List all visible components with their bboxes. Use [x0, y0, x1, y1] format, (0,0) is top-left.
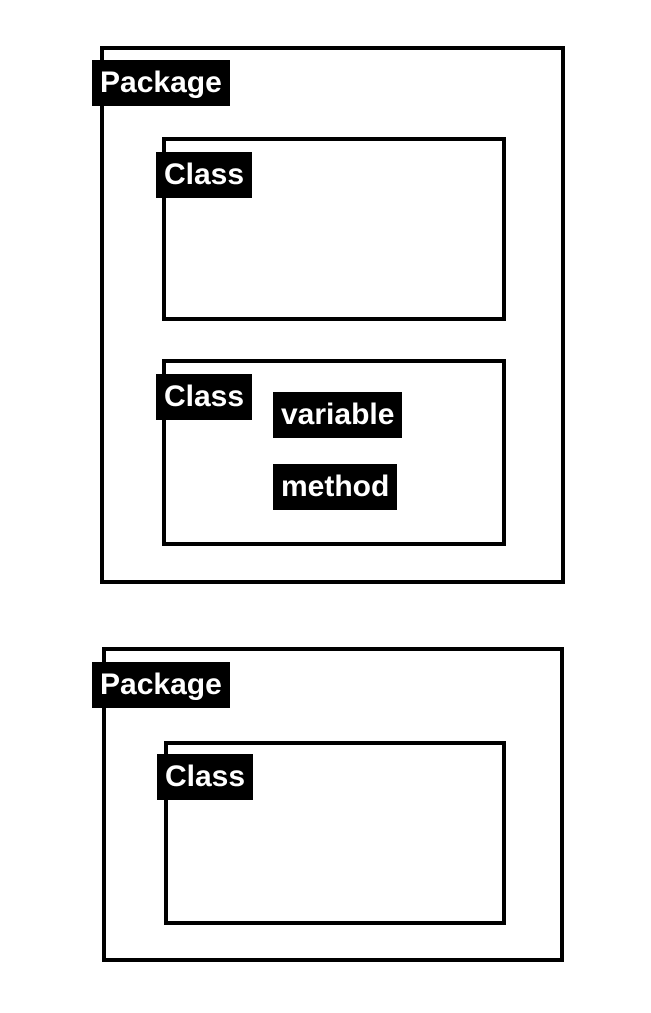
- package-1-label: Package: [92, 60, 230, 106]
- class-2-label: Class: [156, 374, 253, 420]
- method-member-label: method: [273, 464, 398, 510]
- package-2-box: [102, 647, 564, 962]
- package-2-label: Package: [92, 662, 230, 708]
- class-1-box: [162, 137, 506, 321]
- package-1-box: [100, 46, 565, 584]
- class-2-box: [162, 359, 506, 546]
- variable-member-label: variable: [273, 392, 403, 438]
- class-1-label: Class: [156, 152, 253, 198]
- class-3-label: Class: [157, 754, 254, 800]
- class-3-box: [164, 741, 506, 925]
